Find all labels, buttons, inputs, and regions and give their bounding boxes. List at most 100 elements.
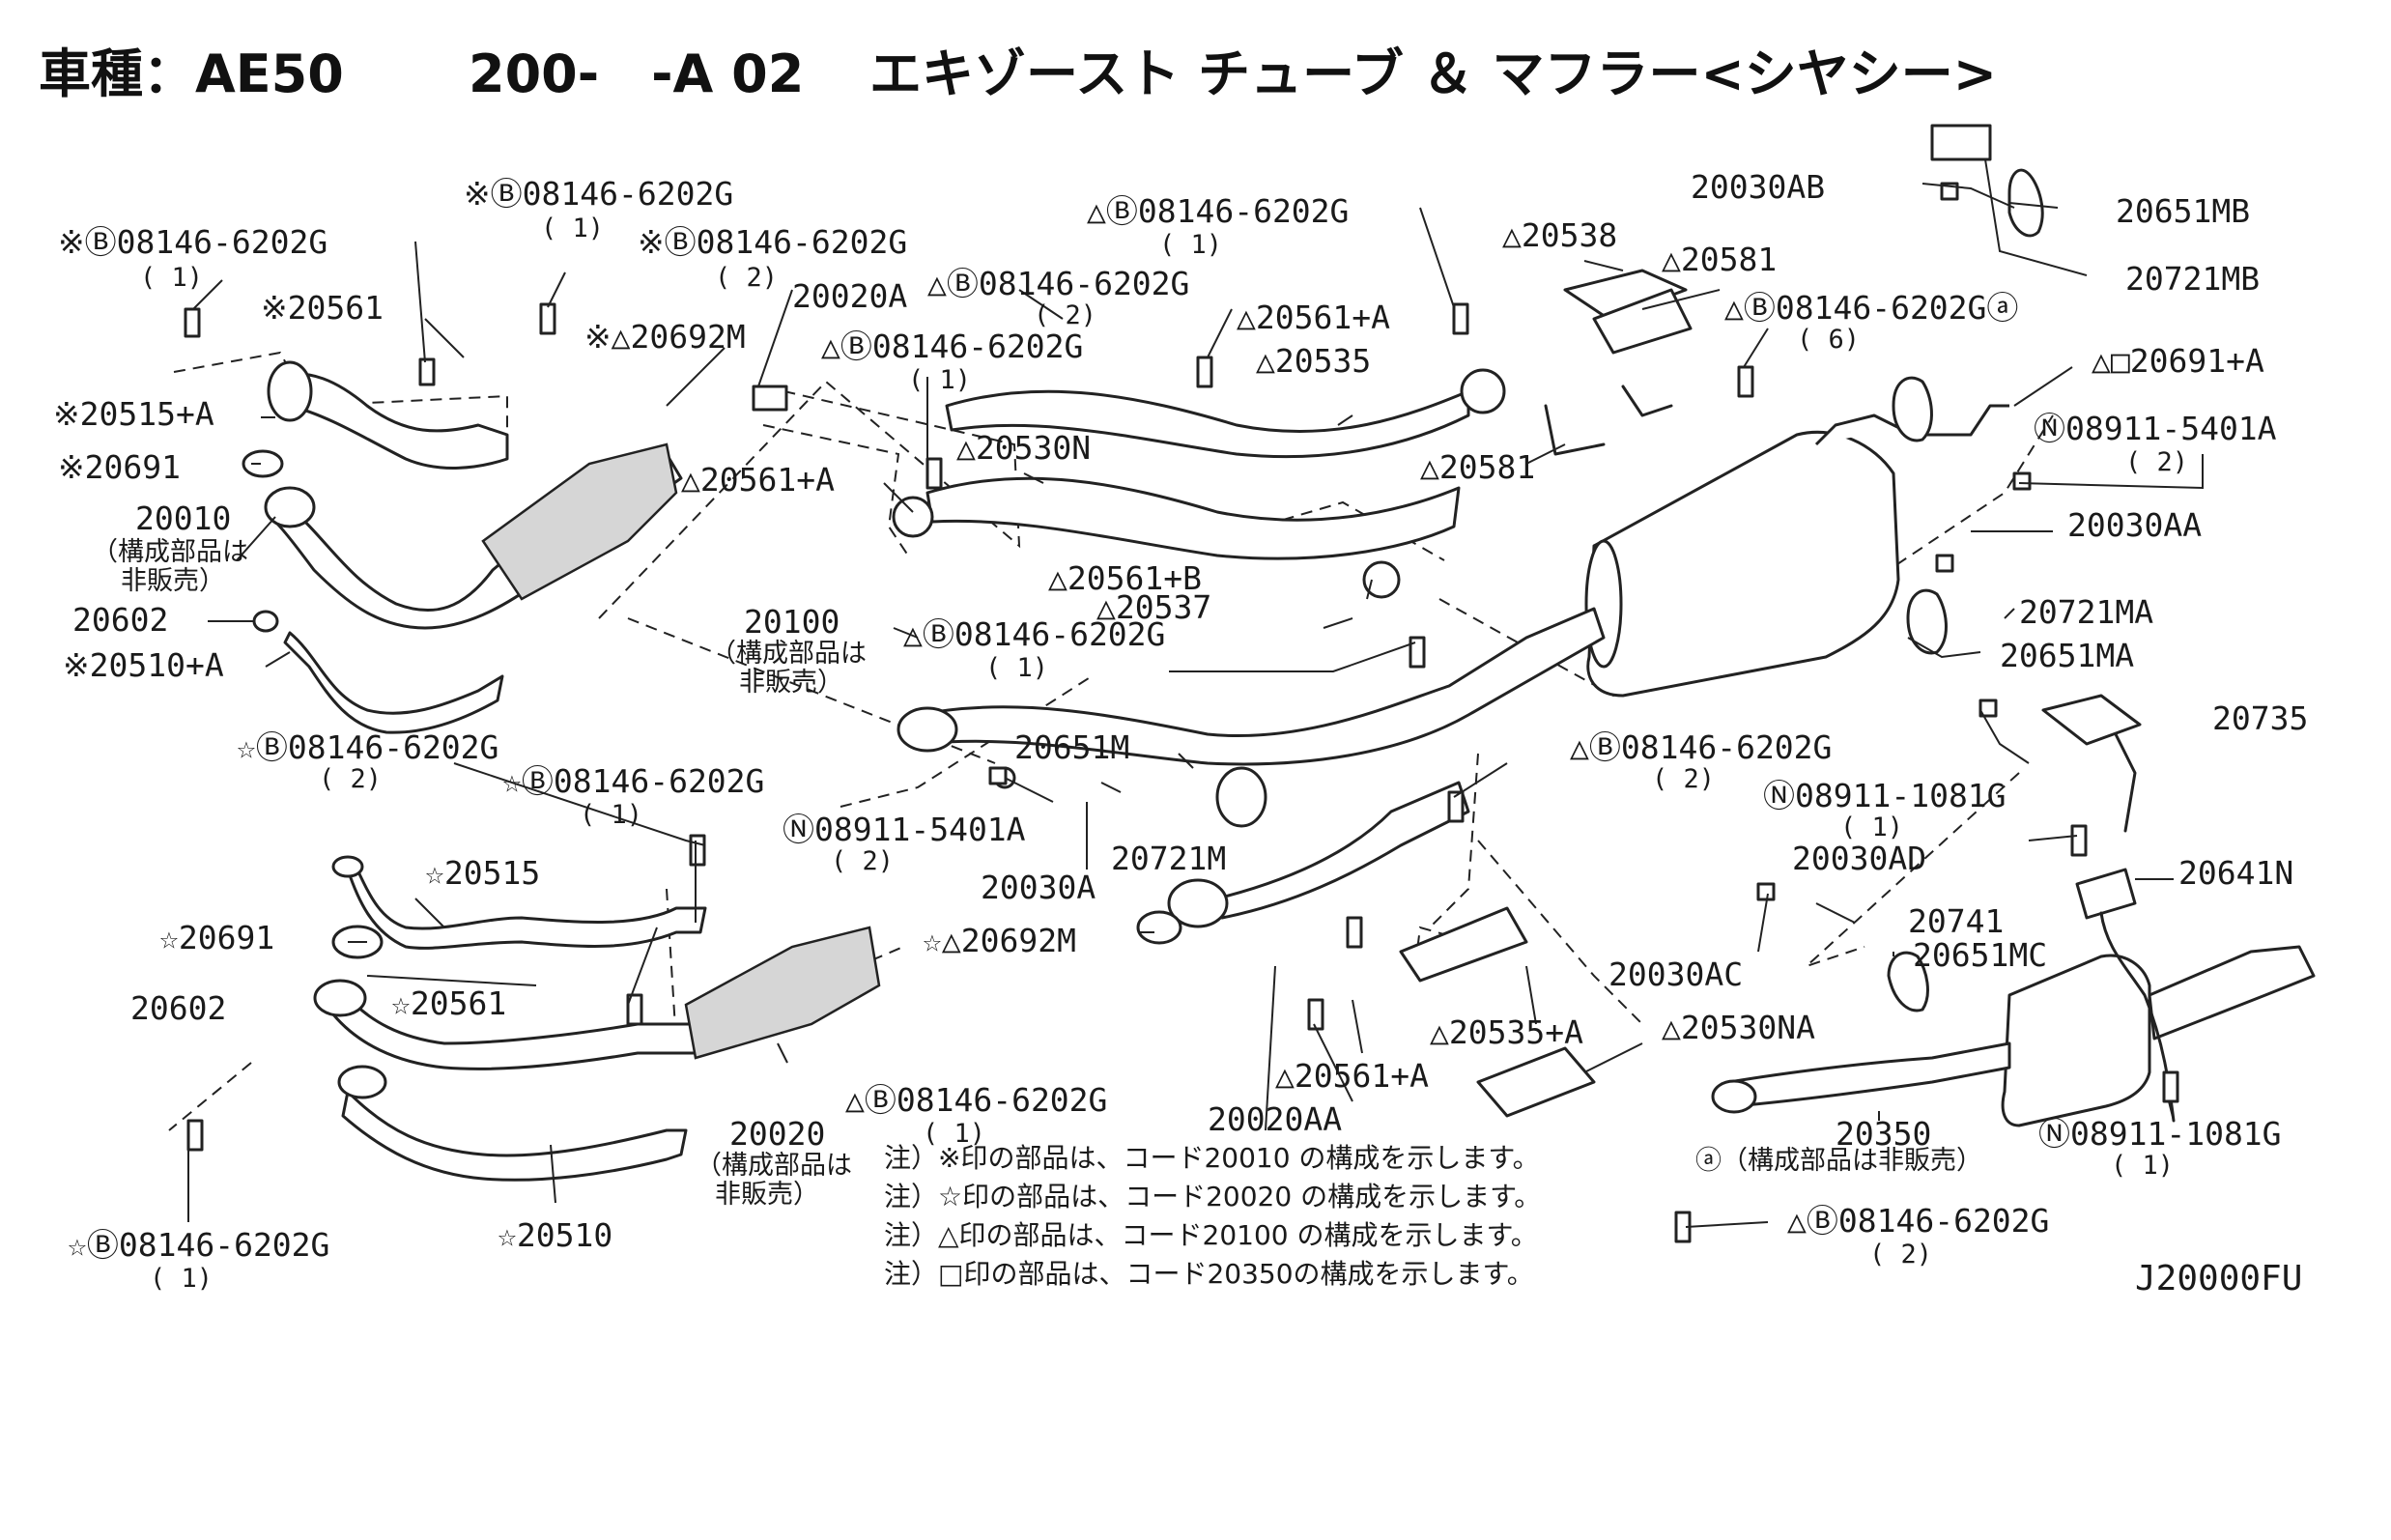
label-l09-sub: （構成部品は: [92, 537, 248, 567]
label-l57: △20535+A: [1430, 1013, 1583, 1051]
label-l39: ☆Ⓑ08146-6202G: [237, 728, 498, 766]
label-l43: 20602: [130, 989, 226, 1027]
label-l27-qty: ( 2): [2125, 447, 2188, 477]
title-name: エキゾースト チューブ ＆ マフラー<シヤシー>: [869, 43, 1997, 104]
label-l55: 20030AC: [1608, 955, 1743, 993]
notes-block: 注）※印の部品は、コード20010 の構成を示します。 注）☆印の部品は、コード…: [884, 1142, 1541, 1290]
label-l60: 20020AA: [1208, 1100, 1342, 1138]
label-l20: △20581: [1662, 241, 1777, 278]
label-l44: ☆20561: [391, 984, 506, 1022]
label-l59: △20561+A: [1275, 1057, 1429, 1095]
label-l21: △20581: [1420, 448, 1535, 486]
label-l47-qty: ( 1): [150, 1264, 213, 1294]
note-3: 注）△印の部品は、コード20100 の構成を示します。: [884, 1219, 1538, 1251]
label-l18: △20561+A: [681, 461, 835, 499]
title-model: 車種：AE50: [39, 43, 344, 104]
label-l12-qty: ( 1): [1159, 230, 1222, 260]
label-l15: △20561+A: [1237, 299, 1390, 336]
parts-group: [184, 124, 2316, 1243]
label-l23: 20030AB: [1691, 168, 1825, 206]
label-l64-qty: ( 1): [2111, 1151, 2174, 1181]
label-l41: ☆20515: [425, 854, 540, 892]
label-l04: ※20561: [261, 289, 384, 327]
label-l24: 20651MB: [2116, 192, 2250, 230]
label-l50: 20735: [2212, 699, 2308, 737]
label-l09-sub2: 非販売）: [121, 566, 225, 596]
label-l53: 20641N: [2178, 854, 2293, 892]
label-l34: △Ⓑ08146-6202G: [903, 615, 1165, 653]
label-l05: 20020A: [792, 277, 907, 315]
label-l61: △Ⓑ08146-6202G: [845, 1081, 1107, 1119]
label-l39-qty: ( 2): [319, 764, 382, 794]
label-l31: △20561+B: [1048, 559, 1202, 597]
label-l33: 20100: [744, 603, 840, 641]
label-l45: ☆△20692M: [923, 922, 1076, 959]
label-l51-qty: ( 1): [1840, 813, 1903, 842]
label-l13-qty: ( 2): [1034, 300, 1096, 330]
label-l48: ☆20510: [498, 1216, 612, 1254]
label-l49: △Ⓑ08146-6202G: [1570, 728, 1832, 766]
note-2: 注）☆印の部品は、コード20020 の構成を示します。: [884, 1181, 1541, 1212]
label-l02: ※Ⓑ08146-6202G: [464, 175, 733, 213]
label-l63: ⓐ（構成部品は非販売）: [1695, 1146, 1982, 1176]
leader-lines: [187, 158, 2204, 1228]
label-l51: Ⓝ08911-1081G: [1763, 777, 2007, 814]
label-l26: △□20691+A: [2092, 342, 2264, 380]
label-l52: 20030AD: [1792, 840, 1926, 877]
label-l30: 20651MA: [2000, 637, 2134, 674]
label-l46-sub2: 非販売）: [715, 1180, 819, 1210]
label-l54: 20741: [1908, 902, 2004, 940]
title-range: 200- -A 02: [469, 43, 804, 104]
label-l33-sub2: 非販売）: [739, 668, 843, 698]
label-l28: 20030AA: [2067, 506, 2202, 544]
label-l01-qty: ( 1): [140, 263, 203, 293]
label-l17: △20530N: [956, 429, 1091, 467]
note-1: 注）※印の部品は、コード20010 の構成を示します。: [884, 1142, 1540, 1174]
label-l25: 20721MB: [2125, 260, 2260, 298]
note-4: 注）□印の部品は、コード20350の構成を示します。: [884, 1258, 1534, 1290]
label-l36: Ⓝ08911-5401A: [783, 811, 1026, 848]
label-l08: ※20691: [58, 448, 181, 486]
label-l62: 20350: [1836, 1115, 1931, 1153]
label-l06: ※△20692M: [584, 318, 746, 356]
label-l35: 20651M: [1014, 728, 1129, 766]
label-l22-qty: ( 6): [1797, 325, 1860, 355]
label-l37: 20721M: [1111, 840, 1226, 877]
label-l36-qty: ( 2): [831, 846, 894, 876]
label-l22: △Ⓑ08146-6202Gⓐ: [1724, 289, 2018, 327]
label-l46-sub: （構成部品は: [696, 1151, 852, 1181]
label-l01: ※Ⓑ08146-6202G: [58, 223, 327, 261]
label-l40: ☆Ⓑ08146-6202G: [502, 762, 764, 800]
label-l42: ☆20691: [159, 919, 274, 956]
label-l56: 20651MC: [1913, 936, 2047, 974]
label-l19: △20538: [1502, 216, 1617, 254]
label-l02-qty: ( 1): [541, 214, 604, 243]
label-l61-qty: ( 1): [923, 1119, 985, 1149]
label-l49-qty: ( 2): [1652, 764, 1715, 794]
label-l10: 20602: [72, 601, 168, 639]
label-l16: △20535: [1256, 342, 1371, 380]
label-l03-qty: ( 2): [715, 263, 778, 293]
label-l09: 20010: [135, 499, 231, 537]
label-l65-qty: ( 2): [1869, 1240, 1932, 1269]
label-l14: △Ⓑ08146-6202G: [821, 328, 1083, 365]
label-l47: ☆Ⓑ08146-6202G: [68, 1226, 329, 1264]
label-l34-qty: ( 1): [985, 653, 1048, 683]
label-l29: 20721MA: [2019, 593, 2153, 631]
diagram-code: J20000FU: [2135, 1259, 2302, 1298]
label-l27: Ⓝ08911-5401A: [2034, 410, 2277, 447]
label-l13: △Ⓑ08146-6202G: [927, 265, 1189, 302]
label-l33-sub: （構成部品は: [710, 639, 867, 669]
label-l32: △20537: [1096, 588, 1211, 626]
label-l03: ※Ⓑ08146-6202G: [638, 223, 907, 261]
label-l58: △20530NA: [1662, 1009, 1815, 1046]
label-l12: △Ⓑ08146-6202G: [1087, 192, 1349, 230]
label-l65: △Ⓑ08146-6202G: [1787, 1202, 2049, 1240]
label-l64: Ⓝ08911-1081G: [2038, 1115, 2282, 1153]
part-labels: ※Ⓑ08146-6202G ( 1) ※Ⓑ08146-6202G ( 1) ※Ⓑ…: [53, 168, 2308, 1294]
label-l11: ※20510+A: [63, 646, 224, 684]
label-l46: 20020: [729, 1115, 825, 1153]
label-l38: 20030A: [981, 869, 1096, 906]
label-l07: ※20515+A: [53, 395, 214, 433]
